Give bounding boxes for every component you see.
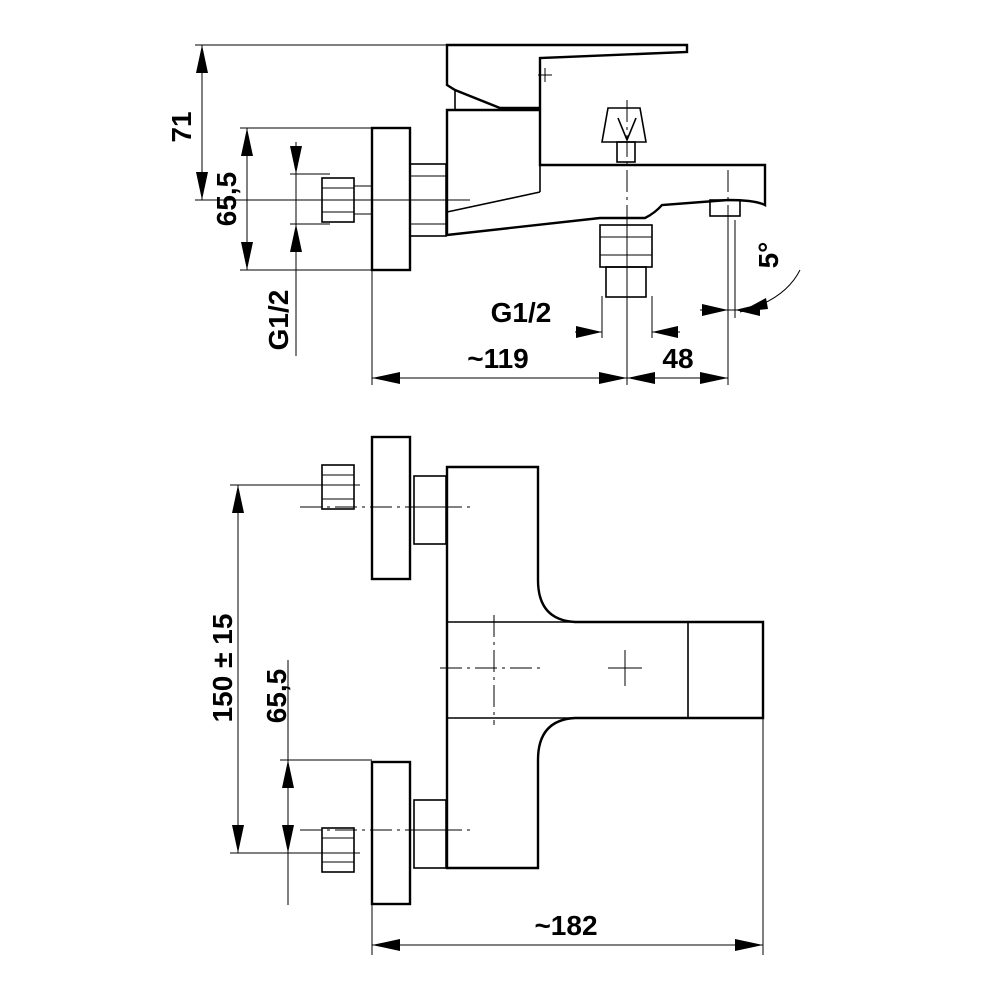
diverter-knob-side [601,107,647,143]
upper-eccentric-plan [300,435,470,581]
plan-view: 150 ± 15 65,5 [207,435,765,955]
side-view: 71 65,5 G1/2 [166,43,801,385]
dimension-label-182: ~182 [534,910,597,941]
dimension-65-5-plan [282,660,294,905]
dimension-48 [627,372,728,384]
dimension-label-119: ~119 [467,343,529,374]
shower-outlet-side [599,224,653,268]
angle-label: 5° [753,242,784,269]
dimension-label-71: 71 [166,111,197,142]
thread-label-bottom: G1/2 [491,297,552,328]
aerator-side [709,199,741,217]
wall-flange-side [370,126,412,272]
inlet-nut-side [321,177,355,223]
mixer-body-plan [445,465,765,870]
dimension-label-65-5-side: 65,5 [211,172,242,227]
dimension-65-5-side [241,128,253,270]
dimension-150 [232,485,244,853]
dimension-g12-side [290,142,302,356]
dimension-119 [372,372,627,384]
dimension-g12-bottom [575,326,680,338]
dimension-182 [372,939,763,951]
dimension-71 [196,45,208,200]
dimension-label-65-5-plan: 65,5 [261,669,292,724]
lower-eccentric-plan [300,760,470,906]
dimension-label-48: 48 [662,343,693,374]
dimension-label-150: 150 ± 15 [207,614,238,723]
thread-label-side: G1/2 [263,290,294,351]
lever-handle-side [445,43,689,110]
